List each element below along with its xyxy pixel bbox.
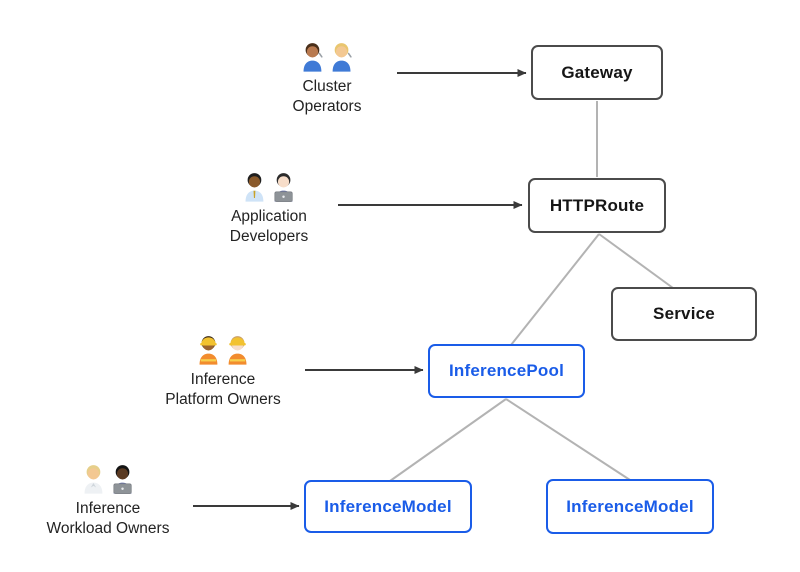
persona-inference-workload-owners-label: Inference Workload Owners <box>47 499 170 539</box>
persona-label-line2: Developers <box>229 228 309 245</box>
persona-label-line2: Operators <box>292 98 362 115</box>
node-inferencemodel-right-label: InferenceModel <box>566 496 694 516</box>
persona-cluster-operators-label: Cluster Operators <box>293 77 362 117</box>
persona-inference-platform-owners-label: Inference Platform Owners <box>165 370 280 410</box>
node-inferencepool-label: InferencePool <box>448 361 565 380</box>
edge-httproute-inferencepool <box>510 233 600 346</box>
edge-inferencepool-inferencemodel-right <box>505 398 631 481</box>
man-office-worker-woman-technologist-emoji-icon <box>245 173 293 202</box>
node-service-label: Service <box>653 304 715 323</box>
node-inferencemodel-right: InferenceModel <box>546 479 714 534</box>
persona-label-line1: Inference <box>75 500 141 517</box>
persona-inference-platform-owners: Inference Platform Owners <box>138 333 308 410</box>
persona-application-developers-label: Application Developers <box>230 207 308 247</box>
node-gateway: Gateway <box>531 45 663 100</box>
persona-label-line2: Workload Owners <box>46 520 170 537</box>
node-inferencemodel-left: InferenceModel <box>304 480 472 533</box>
node-httproute-label: HTTPRoute <box>549 195 645 215</box>
persona-label-line1: Application <box>231 208 307 225</box>
persona-cluster-operators: Cluster Operators <box>242 40 412 117</box>
persona-label-line1: Cluster <box>302 78 352 95</box>
persona-label-line1: Inference <box>190 371 256 388</box>
node-httproute: HTTPRoute <box>528 178 666 233</box>
edge-httproute-service <box>598 233 674 289</box>
node-inferencemodel-left-label: InferenceModel <box>324 496 452 516</box>
persona-application-developers: Application Developers <box>184 170 354 247</box>
man-mechanic-woman-mechanic-emoji-icon <box>303 43 352 72</box>
edge-inferencepool-inferencemodel-left <box>389 398 507 482</box>
node-inferencepool: InferencePool <box>428 344 585 398</box>
node-gateway-label: Gateway <box>561 62 633 82</box>
node-service: Service <box>611 287 757 341</box>
health-worker-man-technologist-emoji-icon <box>84 465 132 494</box>
persona-label-line2: Platform Owners <box>165 391 281 408</box>
persona-inference-workload-owners: Inference Workload Owners <box>23 462 193 539</box>
construction-workers-emoji-icon <box>199 336 247 365</box>
